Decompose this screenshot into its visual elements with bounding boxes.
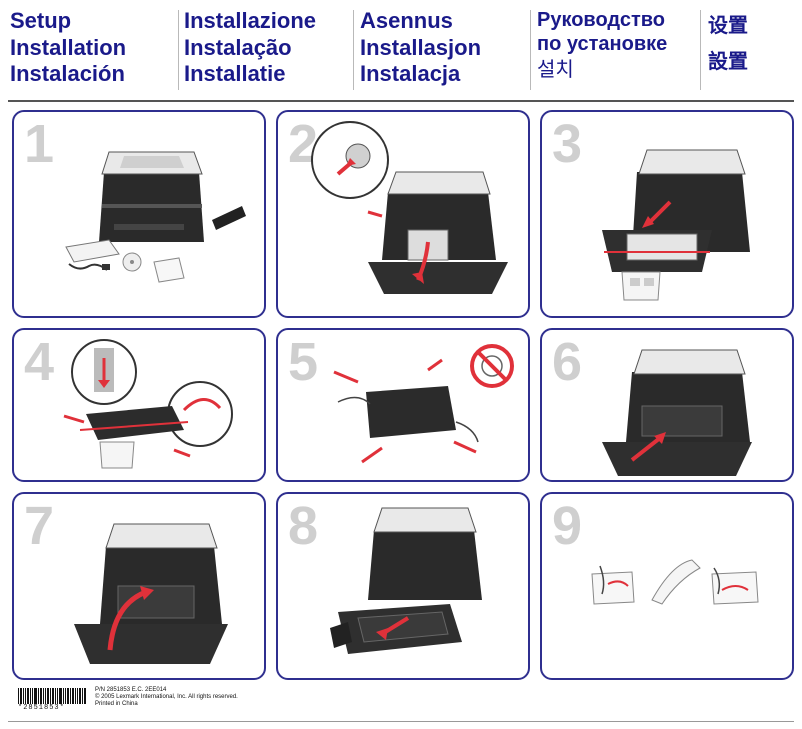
title-fi: Asennus (360, 8, 453, 33)
step-panel-8: 8 (276, 492, 530, 680)
title-fr: Installation (10, 34, 127, 60)
title-col-4: Руководство по установке 설치 (537, 8, 667, 82)
title-es: Instalación (10, 61, 125, 86)
step-panel-7: 7 (12, 492, 266, 680)
printed-in: Printed in China (95, 701, 138, 707)
title-no: Installasjon (360, 34, 482, 60)
step-panel-9: 9 (540, 492, 794, 680)
step-number: 6 (552, 332, 583, 392)
title-pt: Instalação (184, 34, 292, 60)
title-col-2: Installazione Instalação Installatie (184, 8, 316, 88)
divider (178, 10, 179, 90)
step-number: 1 (24, 114, 55, 174)
title-zh-tw: 設置 (708, 51, 748, 73)
printer-unboxing-illustration (65, 151, 246, 283)
step-panel-3: 3 (540, 110, 794, 318)
close-front-door-illustration (74, 523, 228, 664)
title-ru-2: по установке (537, 33, 668, 55)
step-number: 8 (288, 496, 319, 556)
shake-cartridge-illustration (333, 344, 514, 464)
title-nl: Installatie (184, 61, 286, 86)
insert-cartridge-illustration (602, 349, 752, 476)
step-number: 9 (552, 496, 583, 556)
copyright: © 2005 Lexmark International, Inc. All r… (95, 694, 238, 700)
title-pl: Instalacja (360, 61, 461, 86)
divider (353, 10, 354, 90)
barcode-icon (18, 688, 86, 704)
fine-print: P/N 2851853 E.C. 2EE014 © 2005 Lexmark I… (95, 687, 238, 708)
title-ru-1: Руководство (537, 9, 666, 31)
title-it: Installazione (184, 8, 317, 33)
step-panel-2: 2 (276, 110, 530, 318)
title-en: Setup (10, 8, 72, 33)
remove-packaging-illustration (602, 149, 750, 301)
open-front-door-illustration (311, 121, 508, 294)
title-col-3: Asennus Installasjon Instalacja (360, 8, 481, 88)
title-zh-cn: 设置 (708, 15, 748, 37)
step-number: 5 (288, 332, 319, 392)
step-panel-1: 1 (12, 110, 266, 318)
step-number: 3 (552, 114, 583, 174)
pull-out-tray-illustration (330, 507, 482, 654)
title-ko: 설치 (537, 59, 574, 81)
title-col-5: 设置 設置 (708, 8, 748, 80)
flex-paper-illustration (591, 559, 759, 605)
barcode-number: *2851853* (18, 704, 65, 712)
remove-cartridge-tape-illustration (63, 339, 233, 469)
step-number: 7 (24, 496, 55, 556)
header: Setup Installation Instalación Installaz… (0, 0, 802, 98)
footer-rule (8, 721, 794, 722)
step-panel-6: 6 (540, 328, 794, 482)
title-col-1: Setup Installation Instalación (10, 8, 126, 88)
step-panel-5: 5 (276, 328, 530, 482)
divider (530, 10, 531, 90)
header-rule (8, 100, 794, 102)
step-panel-4: 4 (12, 328, 266, 482)
part-number: P/N 2851853 E.C. 2EE014 (95, 687, 167, 693)
step-number: 4 (24, 332, 55, 392)
divider (700, 10, 701, 90)
